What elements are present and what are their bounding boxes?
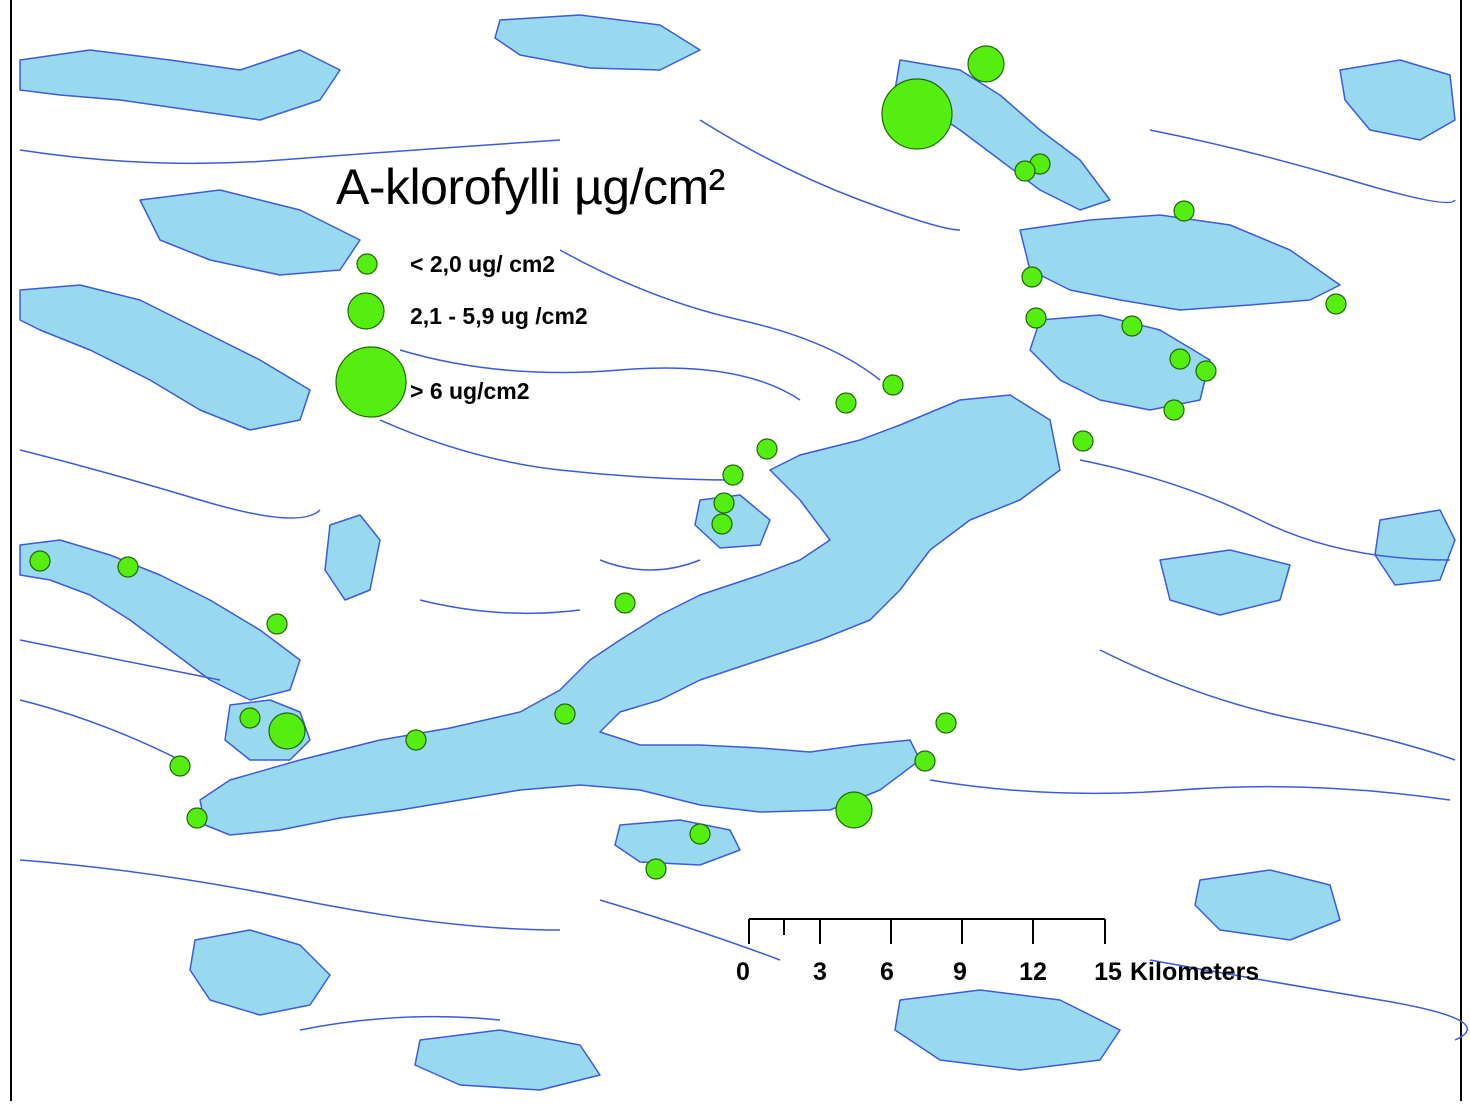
site-marker-small[interactable] — [645, 858, 667, 880]
center-bay — [694, 494, 771, 549]
sample-sites — [29, 45, 1347, 880]
stream — [299, 1015, 501, 1031]
stream — [19, 639, 221, 681]
site-marker-small[interactable] — [1021, 266, 1043, 288]
site-marker-small[interactable] — [882, 374, 904, 396]
site-marker-small[interactable] — [29, 550, 51, 572]
stream — [19, 859, 561, 931]
site-marker-small[interactable] — [1163, 399, 1185, 421]
site-marker-small[interactable] — [756, 438, 778, 460]
site-marker-small[interactable] — [186, 807, 208, 829]
map-title: A-klorofylli µg/cm² — [336, 159, 725, 215]
nw-lake-chain-1 — [19, 49, 341, 121]
stream — [1099, 649, 1456, 761]
nw-lake-chain-2 — [19, 284, 311, 431]
legend-label-medium: 2,1 - 5,9 ug /cm2 — [410, 303, 588, 329]
streams — [19, 119, 1468, 1041]
site-marker-small[interactable] — [1072, 430, 1094, 452]
site-marker-small[interactable] — [614, 592, 636, 614]
site-marker-small[interactable] — [239, 707, 261, 729]
site-marker-small[interactable] — [1195, 360, 1217, 382]
stream — [929, 779, 1451, 801]
site-marker-small[interactable] — [722, 464, 744, 486]
site-marker-medium[interactable] — [967, 45, 1005, 83]
nw-lake-chain-3 — [139, 189, 361, 276]
scale-label-15: 15 — [1094, 958, 1122, 986]
ne-lake — [1019, 214, 1341, 311]
east-lake-3 — [1374, 509, 1456, 586]
legend-symbols — [335, 253, 407, 418]
scale-label-6: 6 — [880, 958, 894, 986]
stream — [559, 249, 881, 381]
site-marker-small[interactable] — [266, 613, 288, 635]
north-lake — [494, 14, 701, 71]
site-marker-medium[interactable] — [268, 712, 306, 750]
site-marker-small[interactable] — [835, 392, 857, 414]
stream — [419, 599, 581, 615]
scale-unit: Kilometers — [1130, 958, 1259, 986]
scale-label-9: 9 — [953, 958, 967, 986]
site-marker-small[interactable] — [935, 712, 957, 734]
south-lake-4 — [414, 1029, 601, 1091]
site-marker-small[interactable] — [1325, 293, 1347, 315]
site-marker-small[interactable] — [554, 703, 576, 725]
site-marker-small[interactable] — [689, 823, 711, 845]
stream — [1149, 129, 1456, 204]
central-small-lake — [324, 514, 381, 601]
stream — [699, 119, 961, 231]
east-lake-4 — [1194, 869, 1341, 941]
legend-label-large: > 6 ug/cm2 — [410, 378, 530, 404]
site-marker-small[interactable] — [117, 556, 139, 578]
site-marker-medium[interactable] — [835, 791, 873, 829]
scale-bar — [748, 918, 1106, 944]
legend-symbol-medium — [347, 292, 385, 330]
site-marker-small[interactable] — [1014, 160, 1036, 182]
east-lake-1 — [1339, 59, 1456, 141]
scale-labels: 0 3 6 9 12 15 Kilometers — [736, 958, 1259, 986]
site-marker-small[interactable] — [1169, 348, 1191, 370]
stream — [1079, 459, 1451, 561]
site-marker-small[interactable] — [169, 755, 191, 777]
south-lake-1 — [189, 929, 331, 1016]
legend-symbol-large — [335, 346, 407, 418]
stream — [599, 899, 781, 961]
site-marker-small[interactable] — [1173, 200, 1195, 222]
water-bodies — [19, 14, 1456, 1091]
scale-label-0: 0 — [736, 958, 750, 986]
scale-label-3: 3 — [813, 958, 827, 986]
site-marker-small[interactable] — [914, 750, 936, 772]
legend-symbol-small — [356, 253, 378, 275]
main-lake — [199, 394, 1061, 836]
site-marker-small[interactable] — [1025, 307, 1047, 329]
legend-label-small: < 2,0 ug/ cm2 — [410, 251, 556, 277]
stream — [1149, 959, 1468, 1041]
site-marker-small[interactable] — [713, 492, 735, 514]
stream — [19, 139, 561, 165]
south-lake-2 — [614, 819, 741, 866]
west-lake-1 — [19, 539, 301, 701]
site-marker-small[interactable] — [1121, 315, 1143, 337]
site-marker-small[interactable] — [405, 729, 427, 751]
south-lake-3 — [894, 989, 1121, 1071]
stream — [399, 349, 801, 401]
stream — [19, 699, 181, 761]
site-marker-small[interactable] — [711, 513, 733, 535]
stream — [379, 419, 741, 481]
scale-label-12: 12 — [1019, 958, 1047, 986]
site-marker-large[interactable] — [881, 78, 953, 150]
stream — [599, 559, 701, 571]
east-lake-2 — [1159, 549, 1291, 616]
stream — [19, 449, 321, 519]
